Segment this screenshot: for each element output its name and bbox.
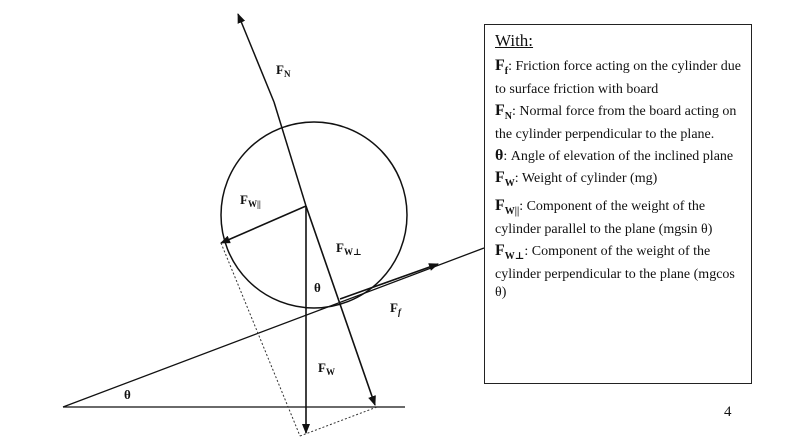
construction-line-bottom	[299, 406, 378, 437]
label-theta-base: θ	[124, 387, 131, 402]
cylinder-circle	[220, 121, 408, 309]
label-weight: FW	[318, 360, 335, 377]
label-theta-center: θ	[314, 280, 321, 295]
legend-entry: FW||: Component of the weight of the cyl…	[495, 197, 741, 239]
legend-symbol: FW⊥	[495, 241, 525, 262]
legend-title: With:	[495, 31, 534, 50]
legend-text: : Friction force acting on the cylinder …	[495, 59, 741, 98]
legend-symbol: FW	[495, 169, 515, 190]
legend-symbol: FW||	[495, 196, 520, 217]
legend-entry: FW⊥: Component of the weight of the cyli…	[495, 242, 741, 302]
legend-symbol: θ	[495, 147, 504, 165]
normal-axis-line	[273, 101, 307, 207]
label-perpendicular-weight: FW⊥	[336, 240, 362, 257]
inclined-plane-line	[62, 247, 485, 408]
label-parallel-weight: FW||	[240, 192, 261, 209]
legend-box: With: Ff: Friction force acting on the c…	[484, 24, 752, 384]
legend-entry: FW: Weight of cylinder (mg)	[495, 169, 741, 193]
parallel-weight-arrow	[220, 205, 307, 244]
legend-symbol: Ff	[495, 57, 509, 78]
legend-entry: FN: Normal force from the board acting o…	[495, 102, 741, 144]
legend-text: : Normal force from the board acting on …	[495, 104, 737, 143]
label-friction: Ff	[390, 300, 402, 317]
legend-symbol: FN	[495, 102, 513, 123]
legend-entry: θ: Angle of elevation of the inclined pl…	[495, 147, 741, 166]
legend-entries: Ff: Friction force acting on the cylinde…	[495, 57, 741, 302]
label-normal-force: FN	[276, 62, 291, 79]
normal-force-arrow	[237, 13, 275, 103]
legend-text: : Component of the weight of the cylinde…	[495, 198, 713, 237]
legend-text: : Angle of elevation of the inclined pla…	[503, 149, 734, 165]
friction-force-arrow	[339, 263, 439, 300]
legend-text: : Weight of cylinder (mg)	[514, 171, 658, 187]
perpendicular-weight-arrow	[305, 205, 376, 406]
construction-line-left	[220, 242, 301, 437]
legend-entry: Ff: Friction force acting on the cylinde…	[495, 57, 741, 99]
legend-text: : Component of the weight of the cylinde…	[495, 243, 735, 300]
page-number: 4	[724, 404, 732, 420]
